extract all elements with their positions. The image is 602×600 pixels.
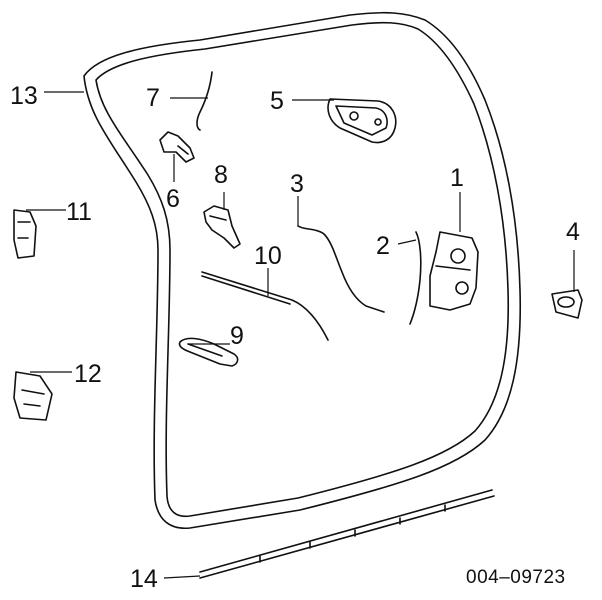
callout-9: 9: [230, 322, 244, 350]
callout-14: 14: [130, 565, 158, 593]
callout-12: 12: [74, 360, 102, 388]
callout-6: 6: [166, 185, 180, 213]
door-latch: [429, 231, 479, 311]
figure-code: 004–09723: [466, 567, 566, 588]
callout-5: 5: [270, 87, 284, 115]
outside-door-handle: [327, 98, 397, 144]
callout-13: 13: [10, 82, 38, 110]
callout-10: 10: [254, 242, 282, 270]
callout-4: 4: [566, 218, 580, 246]
upper-hinge: [13, 209, 37, 259]
sill-weatherstrip: [199, 489, 495, 579]
callout-2: 2: [376, 232, 390, 260]
door-striker: [551, 289, 583, 319]
lock-rod: [196, 71, 213, 131]
inside-door-handle: [178, 337, 239, 367]
latch-rod: [409, 231, 422, 325]
lock-cylinder: [159, 131, 195, 163]
callout-labels: 13 7 5 6 8 3 10 9 2 1 4 11 12 14: [10, 82, 580, 593]
leader-lines: [26, 91, 575, 579]
callout-3: 3: [290, 170, 304, 198]
lock-link-rod: [297, 225, 385, 313]
inside-handle-rod: [201, 271, 329, 341]
lock-actuator: [203, 205, 241, 249]
lower-hinge: [13, 371, 53, 421]
weatherstrip-seal: [83, 11, 522, 529]
callout-11: 11: [66, 198, 92, 226]
callout-8: 8: [214, 161, 228, 189]
callout-7: 7: [146, 84, 160, 112]
callout-1: 1: [450, 164, 464, 192]
